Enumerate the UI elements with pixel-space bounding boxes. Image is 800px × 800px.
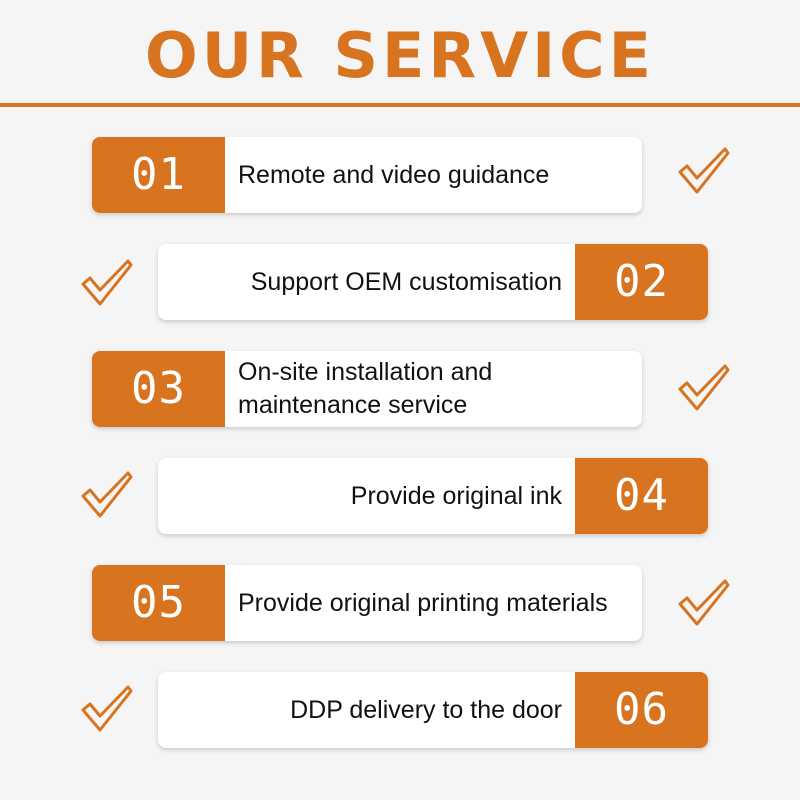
service-number: 04	[575, 458, 708, 534]
checkmark-icon	[80, 258, 134, 308]
service-label: Provide original ink	[350, 481, 562, 510]
service-row-3: 03 On-site installation and maintenance …	[92, 351, 642, 427]
service-row-1: 01 Remote and video guidance	[92, 137, 642, 213]
service-number: 03	[92, 351, 225, 427]
service-label: Support OEM customisation	[250, 267, 562, 296]
page-title: OUR SERVICE	[144, 19, 656, 92]
title-underline	[0, 103, 800, 107]
service-label: On-site installation and maintenance ser…	[238, 358, 493, 419]
checkmark-icon	[80, 470, 134, 520]
service-number: 06	[575, 672, 708, 748]
service-label: Remote and video guidance	[238, 160, 550, 189]
service-row-6: DDP delivery to the door 06	[158, 672, 708, 748]
checkmark-icon	[677, 146, 731, 196]
checkmark-icon	[80, 684, 134, 734]
service-row-5: 05 Provide original printing materials	[92, 565, 642, 641]
checkmark-icon	[677, 578, 731, 628]
service-number: 01	[92, 137, 225, 213]
service-number: 05	[92, 565, 225, 641]
service-row-2: Support OEM customisation 02	[158, 244, 708, 320]
checkmark-icon	[677, 363, 731, 413]
service-label: Provide original printing materials	[238, 588, 608, 617]
service-row-4: Provide original ink 04	[158, 458, 708, 534]
service-number: 02	[575, 244, 708, 320]
service-label: DDP delivery to the door	[290, 695, 562, 724]
